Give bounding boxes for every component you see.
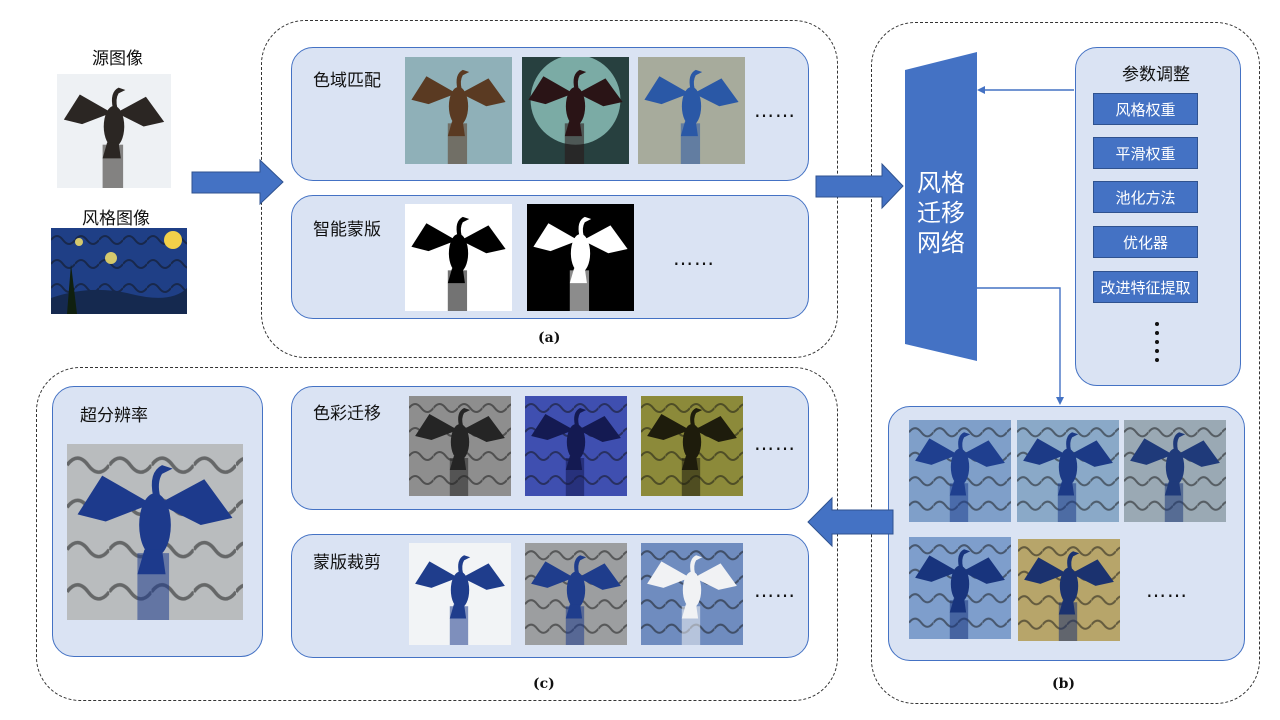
mask-crop-label: 蒙版裁剪	[313, 553, 381, 573]
param-pooling-method: 池化方法	[1093, 181, 1198, 213]
style-image	[51, 228, 187, 314]
mask-crop-result-3	[641, 543, 743, 645]
stylized-result-4	[909, 537, 1011, 639]
color-match-result-3	[638, 57, 745, 164]
stylized-result-5	[1018, 539, 1120, 641]
super-resolution-result	[67, 444, 243, 620]
style-image-label: 风格图像	[82, 209, 150, 229]
stylized-result-1	[909, 420, 1011, 522]
network-label: 风格 迁移 网络	[905, 168, 977, 258]
color-match-result-1	[405, 57, 512, 164]
network-label-line-1: 风格	[917, 169, 965, 197]
super-resolution-label: 超分辨率	[80, 406, 148, 426]
network-label-line-3: 网络	[917, 229, 965, 257]
section-b-frame	[871, 22, 1260, 704]
smart-mask-label: 智能蒙版	[313, 220, 381, 240]
smart-mask-result-2	[527, 204, 634, 311]
stylized-result-3	[1124, 420, 1226, 522]
color-transfer-result-1	[409, 396, 511, 496]
color-transfer-label: 色彩迁移	[313, 404, 381, 424]
smart-mask-ellipsis: ……	[673, 246, 715, 270]
param-smooth-weight: 平滑权重	[1093, 137, 1198, 169]
color-transfer-result-2	[525, 396, 627, 496]
color-transfer-ellipsis: ……	[754, 431, 796, 455]
param-feature-extraction: 改进特征提取	[1093, 271, 1198, 303]
smart-mask-result-1	[405, 204, 512, 311]
source-image	[57, 74, 171, 188]
stylized-result-2	[1017, 420, 1119, 522]
param-panel-title: 参数调整	[1122, 65, 1190, 85]
param-optimizer: 优化器	[1093, 226, 1198, 258]
stylized-results-ellipsis: ……	[1146, 578, 1188, 602]
param-vertical-ellipsis	[1155, 322, 1161, 367]
section-a-caption: (a)	[538, 330, 561, 346]
section-c-caption: (c)	[533, 676, 555, 692]
color-transfer-result-3	[641, 396, 743, 496]
mask-crop-result-1	[409, 543, 511, 645]
color-match-result-2	[522, 57, 629, 164]
mask-crop-result-2	[525, 543, 627, 645]
source-image-label: 源图像	[92, 49, 143, 69]
network-label-line-2: 迁移	[917, 199, 965, 227]
color-match-ellipsis: ……	[754, 98, 796, 122]
color-match-label: 色域匹配	[313, 71, 381, 91]
param-style-weight: 风格权重	[1093, 93, 1198, 125]
mask-crop-ellipsis: ……	[754, 578, 796, 602]
section-b-caption: (b)	[1052, 676, 1076, 692]
